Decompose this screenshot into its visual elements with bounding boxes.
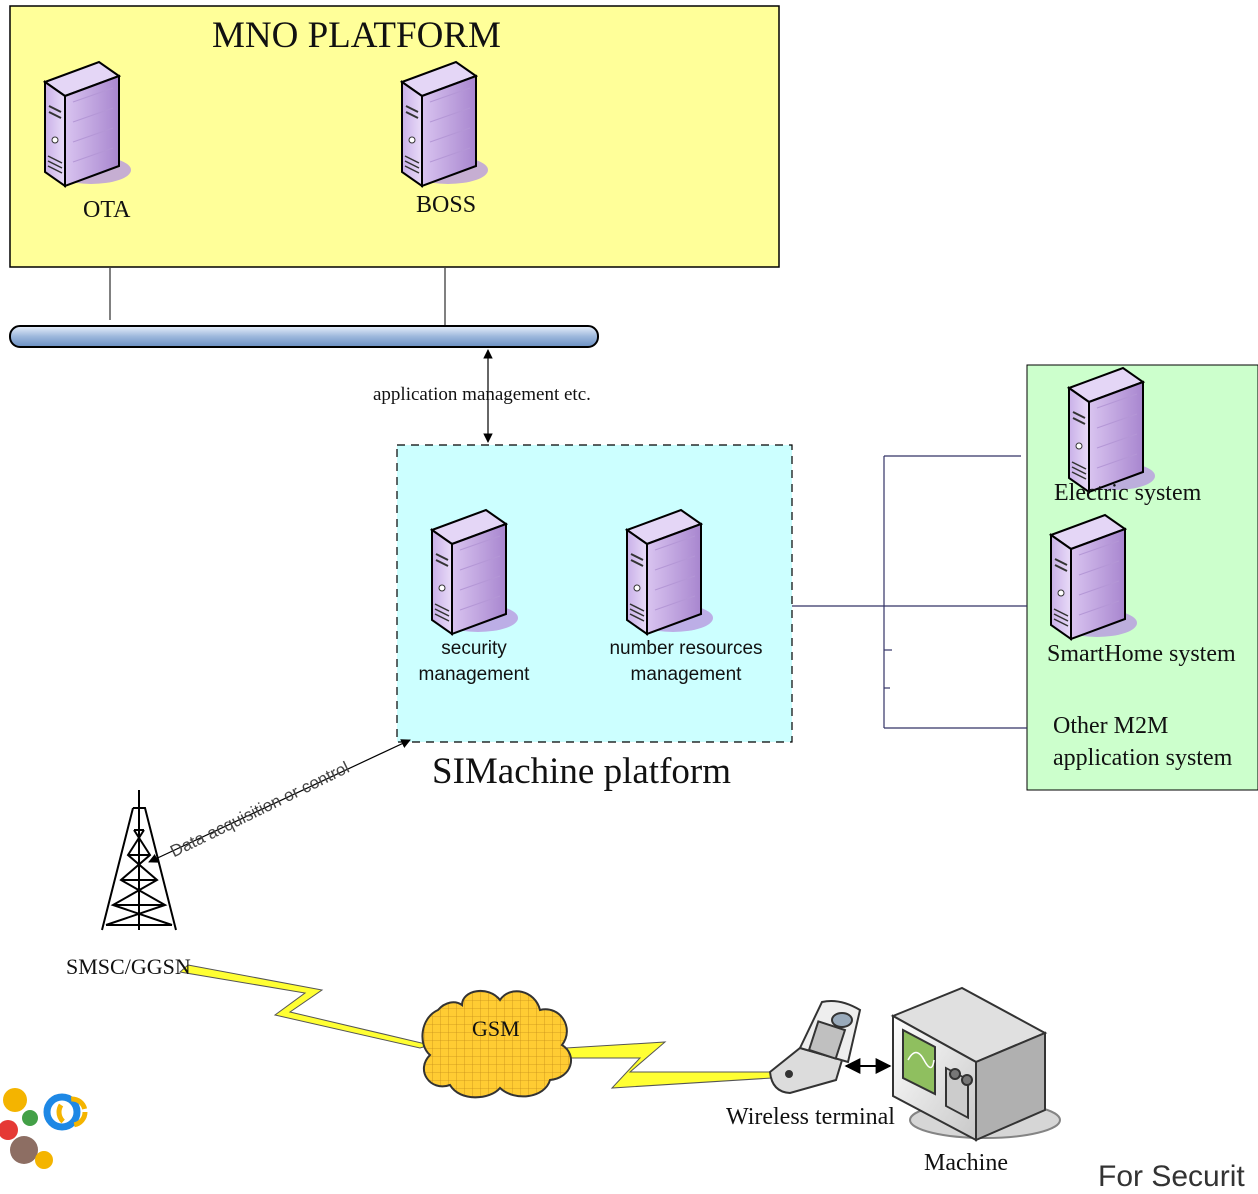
- simachine-title: SIMachine platform: [432, 751, 731, 792]
- lightning-left: [178, 964, 432, 1049]
- tower-icon: [101, 790, 177, 931]
- security-label-line-2: management: [418, 664, 530, 685]
- machine-label: Machine: [924, 1150, 1008, 1176]
- app-mgmt-label: application management etc.: [373, 384, 591, 405]
- number-server-icon: [626, 509, 714, 635]
- boss-server-icon: [401, 61, 489, 187]
- mno-title: MNO PLATFORM: [212, 15, 501, 56]
- smarthome-server-icon: [1050, 514, 1138, 640]
- mno-platform-box: [9, 5, 780, 268]
- number-label: number resources management: [590, 636, 782, 688]
- apps-connectors: [792, 455, 1027, 729]
- other-label-line-2: application system: [1053, 745, 1233, 771]
- logo-icon: [0, 985, 178, 1177]
- security-server-icon: [431, 509, 519, 635]
- machine-icon: [890, 986, 1061, 1142]
- gsm-label: GSM: [472, 1016, 520, 1041]
- wireless-label: Wireless terminal: [726, 1104, 895, 1130]
- data-acq-arrow: [148, 739, 411, 863]
- other-label: Other M2M application system: [1053, 710, 1232, 774]
- ota-label: OTA: [83, 197, 131, 223]
- network-bus: [9, 325, 599, 348]
- security-label: security management: [404, 636, 544, 688]
- ota-server-icon: [44, 61, 132, 187]
- electric-server-icon: [1068, 367, 1156, 493]
- footer-cut-text: For Securit: [1098, 1160, 1245, 1193]
- other-label-line-1: Other M2M: [1053, 713, 1169, 739]
- electric-label: Electric system: [1054, 480, 1202, 506]
- boss-label: BOSS: [416, 192, 477, 218]
- phone-icon: [768, 1000, 862, 1095]
- smsc-label: SMSC/GGSN: [66, 954, 191, 979]
- number-label-line-2: management: [630, 664, 742, 685]
- smarthome-label: SmartHome system: [1047, 641, 1236, 667]
- gsm-cloud-icon: [421, 990, 572, 1099]
- security-label-line-1: security: [441, 638, 507, 659]
- number-label-line-1: number resources: [609, 638, 763, 659]
